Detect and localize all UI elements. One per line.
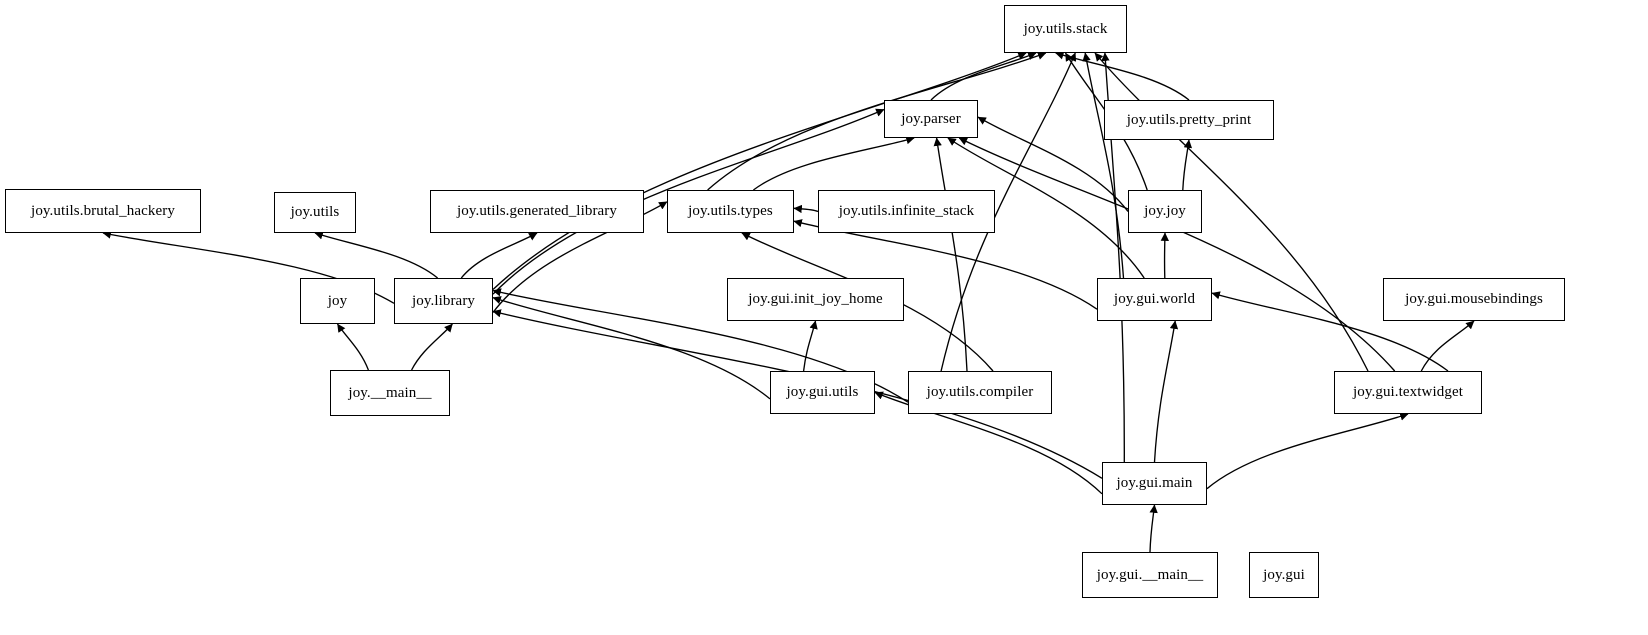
graph-edge <box>874 391 1103 495</box>
graph-edge <box>1420 320 1475 372</box>
graph-edge <box>1211 291 1449 372</box>
graph-node-joy-utils-brutal-hackery[interactable]: joy.utils.brutal_hackery <box>5 189 201 233</box>
graph-edge <box>802 320 818 372</box>
graph-node-label: joy.library <box>411 292 476 309</box>
graph-node-label: joy.utils <box>290 204 340 220</box>
graph-node-joy---main--[interactable]: joy.__main__ <box>330 370 450 416</box>
graph-node-joy-gui-textwidget[interactable]: joy.gui.textwidget <box>1334 371 1482 414</box>
graph-edge <box>1094 52 1369 372</box>
graph-node-label: joy.utils.types <box>688 203 773 219</box>
graph-edge <box>492 201 668 313</box>
graph-edge <box>930 52 1037 101</box>
graph-node-joy-utils-compiler[interactable]: joy.utils.compiler <box>908 371 1052 414</box>
graph-edge <box>460 232 538 279</box>
graph-edge <box>336 323 370 371</box>
graph-node-label: joy.gui.textwidget <box>1353 384 1463 400</box>
graph-node-label: joy.gui.mousebindings <box>1405 291 1543 307</box>
graph-node-label: joy.__main__ <box>348 384 432 401</box>
graph-node-joy-library[interactable]: joy.library <box>394 278 493 324</box>
graph-node-joy-utils-stack[interactable]: joy.utils.stack <box>1004 5 1127 53</box>
graph-edge <box>947 137 1145 279</box>
graph-node-label: joy.utils.generated_library <box>456 203 617 219</box>
graph-edge <box>940 52 1077 372</box>
graph-node-joy-gui-world[interactable]: joy.gui.world <box>1097 278 1212 321</box>
graph-edge <box>492 52 1027 290</box>
graph-edge <box>793 204 819 214</box>
graph-node-label: joy.gui.__main__ <box>1096 566 1204 583</box>
graph-edge <box>752 136 915 191</box>
graph-node-joy-utils-infinite-stack[interactable]: joy.utils.infinite_stack <box>818 190 995 233</box>
graph-edge <box>1182 139 1193 191</box>
graph-edge <box>1153 320 1179 463</box>
graph-node-joy-gui-mousebindings[interactable]: joy.gui.mousebindings <box>1383 278 1565 321</box>
graph-node-label: joy.gui.utils <box>786 384 859 400</box>
graph-node-joy-parser[interactable]: joy.parser <box>884 100 978 138</box>
graph-node-joy[interactable]: joy <box>300 278 375 324</box>
graph-node-joy-gui-utils[interactable]: joy.gui.utils <box>770 371 875 414</box>
graph-node-label: joy.gui.world <box>1113 291 1196 307</box>
graph-edge <box>1206 412 1409 490</box>
graph-edge <box>958 137 1396 372</box>
graph-node-joy-utils[interactable]: joy.utils <box>274 192 356 233</box>
graph-node-label: joy.gui.main <box>1116 475 1193 491</box>
graph-node-label: joy.utils.compiler <box>926 384 1034 400</box>
graph-edge <box>1082 52 1125 279</box>
graph-node-label: joy.utils.pretty_print <box>1126 111 1252 128</box>
graph-node-label: joy.gui <box>1263 566 1305 583</box>
graph-edge <box>492 108 885 295</box>
graph-edge <box>410 323 453 371</box>
graph-node-label: joy.joy <box>1144 203 1186 219</box>
graph-node-joy-utils-generated-library[interactable]: joy.utils.generated_library <box>430 190 644 233</box>
graph-node-joy-joy[interactable]: joy.joy <box>1128 190 1202 233</box>
graph-node-label: joy.gui.init_joy_home <box>748 291 883 307</box>
graph-edge <box>707 51 1047 191</box>
graph-node-joy-utils-types[interactable]: joy.utils.types <box>667 190 794 233</box>
graph-edge <box>933 137 968 372</box>
graph-node-joy-utils-pretty-print[interactable]: joy.utils.pretty_print <box>1104 100 1274 140</box>
graph-node-label: joy.parser <box>901 110 961 127</box>
graph-node-label: joy.utils.infinite_stack <box>838 203 975 219</box>
graph-edge <box>492 296 771 400</box>
graph-node-joy-gui[interactable]: joy.gui <box>1249 552 1319 598</box>
graph-node-joy-gui-main[interactable]: joy.gui.main <box>1102 462 1207 505</box>
graph-node-label: joy.utils.brutal_hackery <box>31 202 175 219</box>
graph-node-joy-gui-init-joy-home[interactable]: joy.gui.init_joy_home <box>727 278 904 321</box>
graph-node-label: joy.utils.stack <box>1023 20 1108 37</box>
graph-edge <box>1149 504 1158 553</box>
graph-edge <box>314 231 439 279</box>
graph-node-label: joy <box>327 292 348 309</box>
graph-node-joy-gui---main--[interactable]: joy.gui.__main__ <box>1082 552 1218 598</box>
